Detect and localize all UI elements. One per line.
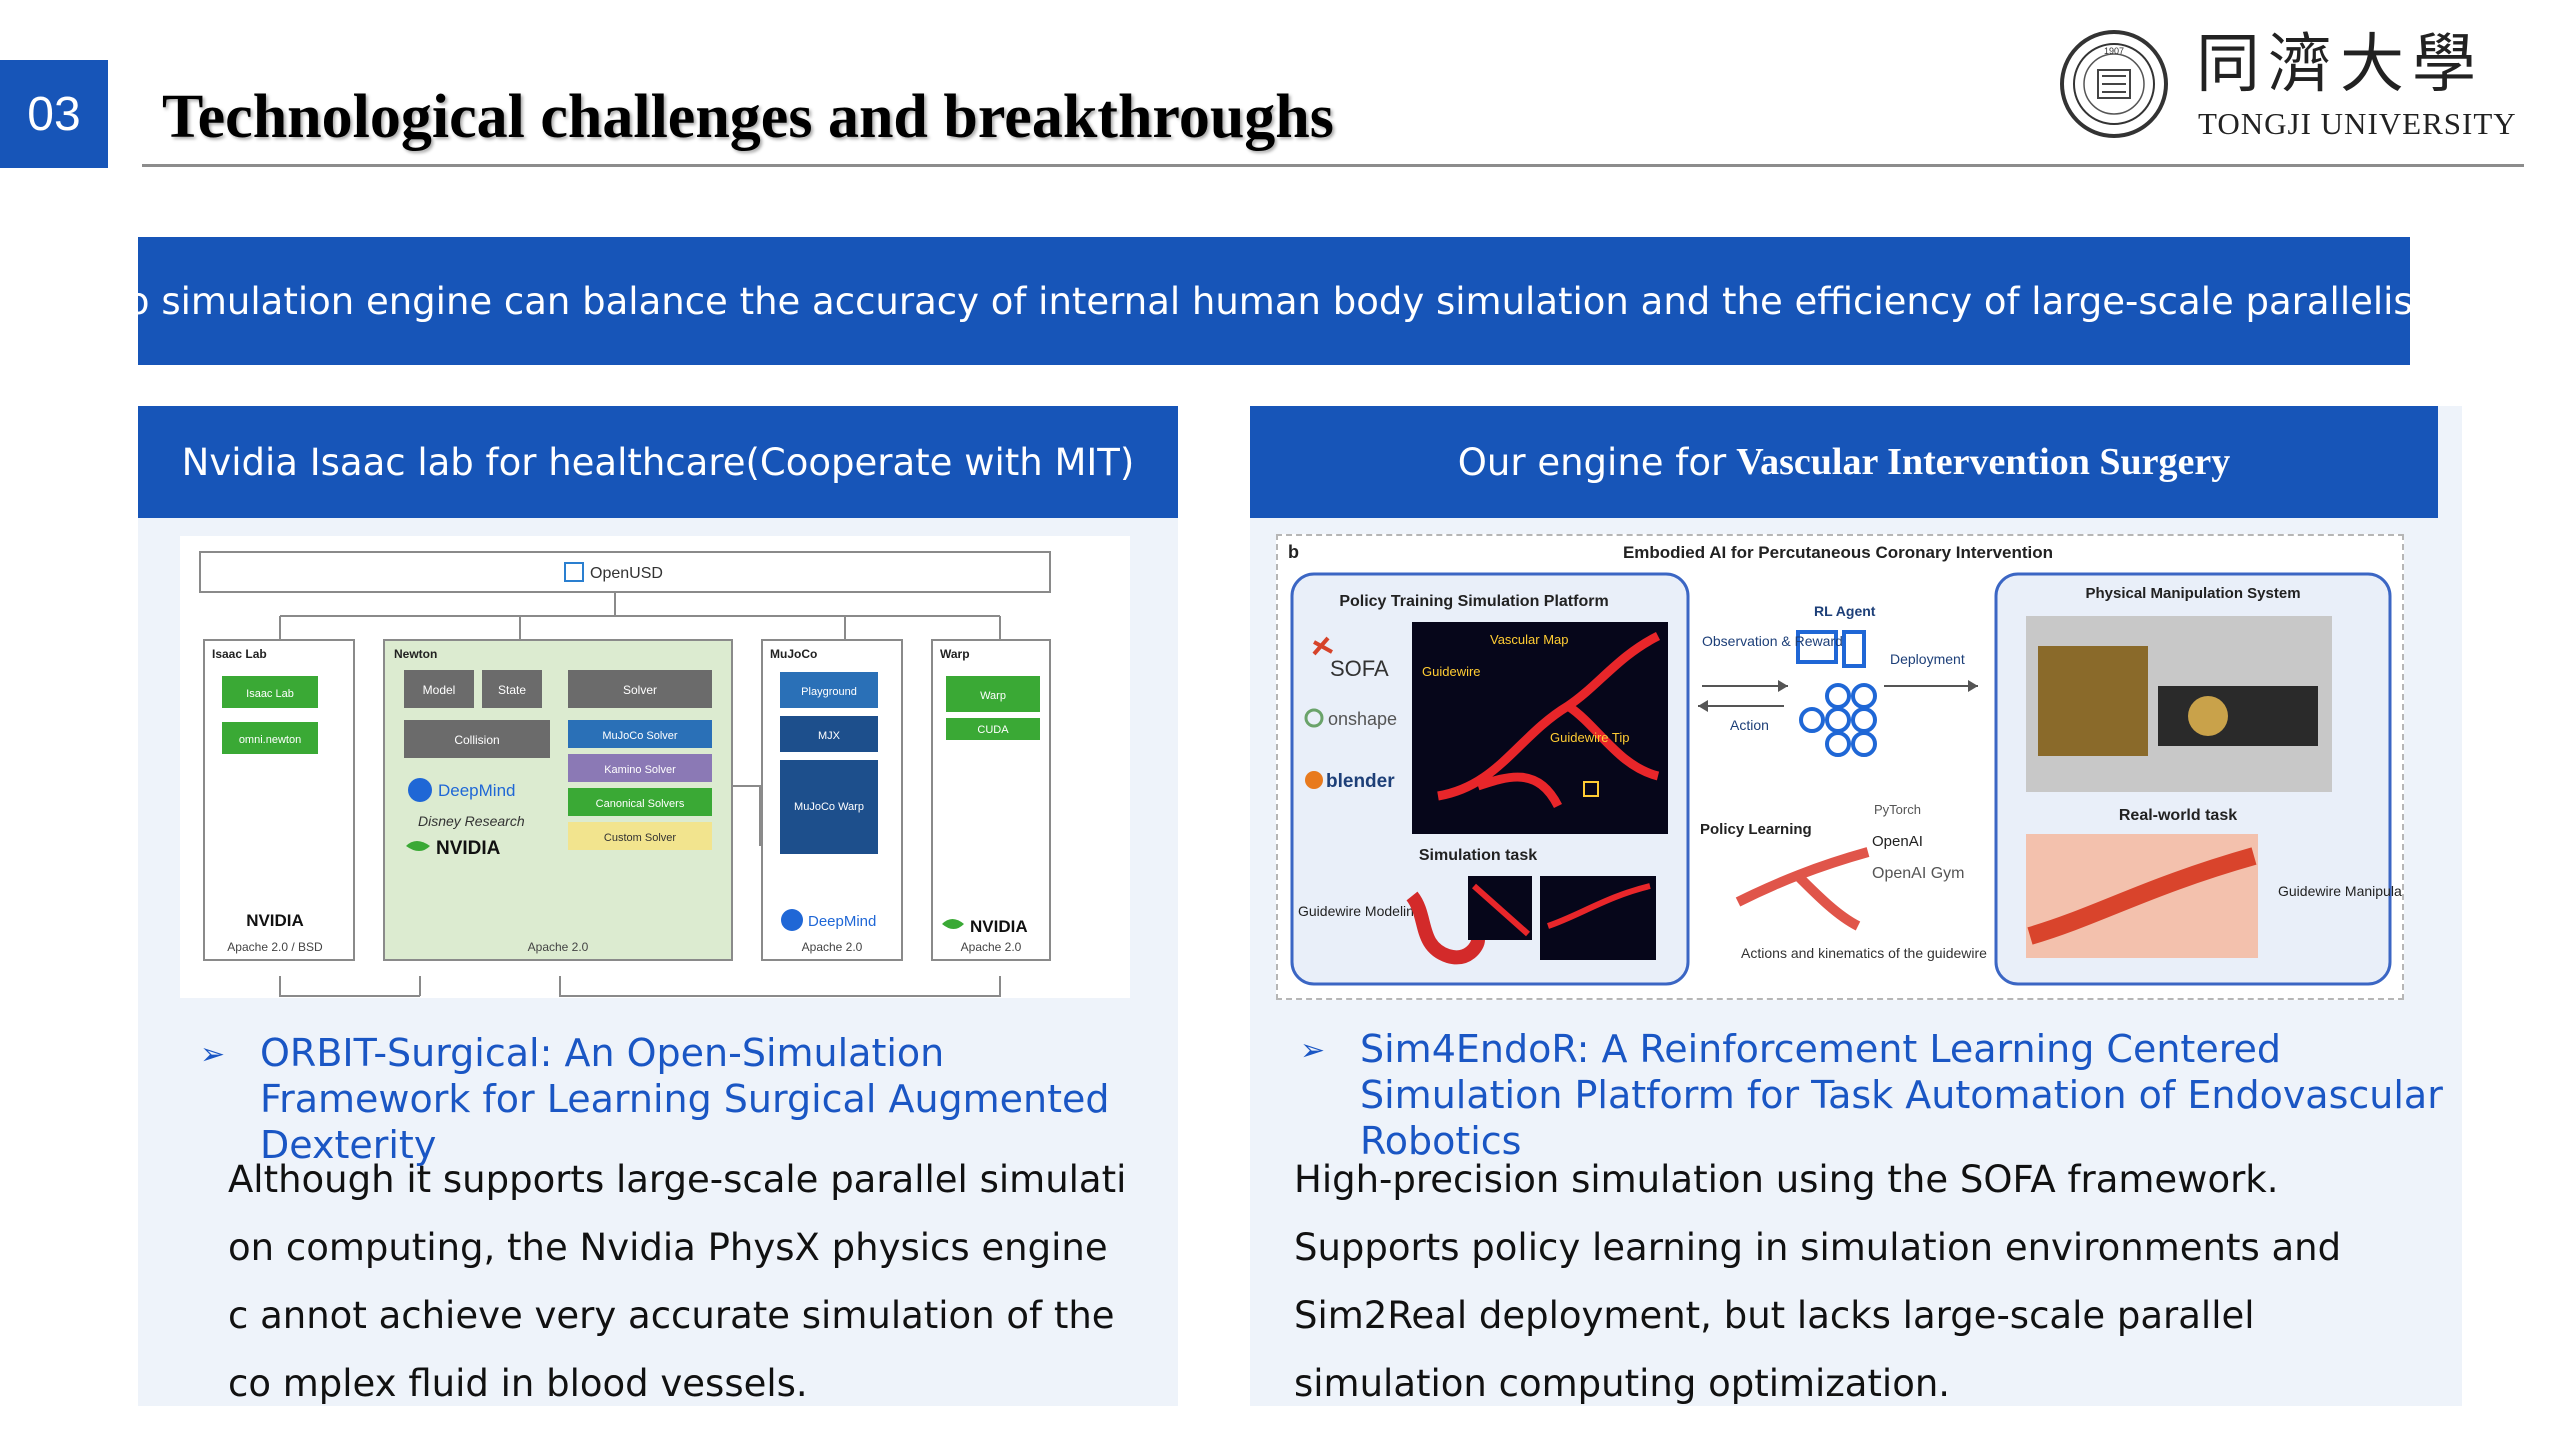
right-paper-title: ➢ Sim4EndoR: A Reinforcement Learning Ce… (1300, 1026, 2450, 1164)
svg-text:Policy Training Simulation Pla: Policy Training Simulation Platform (1339, 593, 1608, 610)
bullet-arrow-icon: ➢ (200, 1037, 226, 1072)
svg-text:Deployment: Deployment (1890, 651, 1965, 667)
right-panel-header-prefix: Our engine for (1457, 440, 1727, 484)
svg-text:MuJoCo Warp: MuJoCo Warp (794, 801, 864, 813)
svg-text:OpenAI: OpenAI (1872, 833, 1923, 850)
slide-number: 03 (0, 60, 108, 168)
svg-text:Newton: Newton (394, 647, 437, 661)
svg-text:Warp: Warp (980, 690, 1006, 702)
right-panel: Our engine for Vascular Intervention Sur… (1250, 406, 2462, 1406)
left-paper-title: ➢ ORBIT-Surgical: An Open-Simulation Fra… (200, 1030, 1160, 1168)
svg-text:NVIDIA: NVIDIA (246, 911, 304, 930)
left-panel-header: Nvidia Isaac lab for healthcare(Cooperat… (138, 406, 1178, 518)
svg-text:Guidewire Modeling: Guidewire Modeling (1298, 903, 1422, 919)
right-paper-title-text: Sim4EndoR: A Reinforcement Learning Cent… (1360, 1027, 2443, 1163)
svg-text:Kamino Solver: Kamino Solver (604, 764, 676, 776)
key-message-banner: No simulation engine can balance the acc… (99, 237, 2449, 365)
svg-text:Observation & Reward: Observation & Reward (1702, 633, 1843, 649)
svg-text:Apache 2.0: Apache 2.0 (802, 940, 863, 954)
svg-text:Isaac Lab: Isaac Lab (212, 647, 267, 661)
svg-text:Guidewire Manipulation: Guidewire Manipulation (2278, 883, 2402, 899)
bullet-arrow-icon: ➢ (1300, 1033, 1326, 1068)
svg-text:Actions and kinematics of the: Actions and kinematics of the guidewire (1741, 945, 1987, 961)
left-panel: Nvidia Isaac lab for healthcare(Cooperat… (138, 406, 1178, 1406)
page-title: Technological challenges and breakthroug… (162, 83, 1334, 151)
svg-text:NVIDIA: NVIDIA (970, 917, 1028, 936)
svg-text:PyTorch: PyTorch (1874, 802, 1921, 817)
svg-text:Embodied AI for Percutaneous C: Embodied AI for Percutaneous Coronary In… (1623, 543, 2053, 562)
right-description: High-precision simulation using the SOFA… (1294, 1158, 2342, 1405)
svg-text:Custom Solver: Custom Solver (604, 832, 676, 844)
svg-text:Solver: Solver (623, 683, 657, 697)
right-panel-header-emphasis: Vascular Intervention Surgery (1736, 441, 2231, 483)
newton-architecture-diagram: OpenUSD Isaac Lab Isaac Lab omni.newton … (180, 536, 1130, 998)
university-name-en: TONGJI UNIVERSITY (2198, 106, 2517, 141)
svg-text:Isaac Lab: Isaac Lab (246, 688, 294, 700)
svg-text:Apache 2.0: Apache 2.0 (528, 940, 589, 954)
svg-text:Model: Model (423, 683, 456, 697)
left-panel-header-text: Nvidia Isaac lab for healthcare(Cooperat… (181, 440, 1135, 484)
svg-text:Canonical Solvers: Canonical Solvers (596, 798, 685, 810)
svg-text:MJX: MJX (818, 730, 841, 742)
title-divider (142, 164, 2524, 167)
svg-text:State: State (498, 683, 526, 697)
university-seal-icon: 1907 (2060, 30, 2168, 138)
svg-text:Vascular Map: Vascular Map (1490, 632, 1569, 647)
svg-text:DeepMind: DeepMind (808, 913, 876, 930)
openusd-label: OpenUSD (564, 562, 663, 582)
svg-text:Action: Action (1730, 717, 1769, 733)
sim4endor-figure: b Embodied AI for Percutaneous Coronary … (1276, 534, 2424, 1000)
seal-year: 1907 (2104, 46, 2124, 56)
svg-text:Guidewire: Guidewire (1422, 664, 1481, 679)
svg-text:OpenUSD: OpenUSD (590, 565, 663, 582)
svg-text:Guidewire Tip: Guidewire Tip (1550, 730, 1629, 745)
svg-text:Real-world task: Real-world task (2119, 807, 2237, 824)
svg-text:DeepMind: DeepMind (438, 781, 516, 800)
svg-text:Playground: Playground (801, 686, 857, 698)
svg-text:SOFA: SOFA (1330, 656, 1389, 681)
svg-text:Apache 2.0: Apache 2.0 (961, 940, 1022, 954)
svg-text:CUDA: CUDA (977, 724, 1009, 736)
left-paper-title-text: ORBIT-Surgical: An Open-Simulation Frame… (260, 1031, 1110, 1167)
svg-text:Disney Research: Disney Research (418, 813, 525, 829)
svg-text:blender: blender (1326, 771, 1395, 792)
right-panel-header: Our engine for Vascular Intervention Sur… (1250, 406, 2438, 518)
left-description: Although it supports large-scale paralle… (228, 1158, 1127, 1405)
svg-text:Warp: Warp (940, 647, 970, 661)
svg-text:OpenAI Gym: OpenAI Gym (1872, 865, 1964, 882)
svg-text:b: b (1288, 542, 1299, 562)
banner-text: No simulation engine can balance the acc… (99, 279, 2449, 323)
university-logo: 1907 同濟大學 TONGJI UNIVERSITY (2058, 28, 2516, 144)
svg-text:Physical Manipulation System: Physical Manipulation System (2085, 585, 2300, 602)
svg-text:omni.newton: omni.newton (239, 734, 301, 746)
svg-text:MuJoCo: MuJoCo (770, 647, 817, 661)
svg-text:Simulation task: Simulation task (1419, 847, 1537, 864)
svg-text:Collision: Collision (454, 733, 499, 747)
svg-text:NVIDIA: NVIDIA (436, 838, 501, 859)
svg-text:onshape: onshape (1328, 709, 1397, 729)
svg-text:Apache 2.0 / BSD: Apache 2.0 / BSD (227, 940, 323, 954)
svg-text:MuJoCo Solver: MuJoCo Solver (602, 730, 678, 742)
svg-text:Policy Learning: Policy Learning (1700, 821, 1812, 838)
svg-text:RL Agent: RL Agent (1814, 603, 1876, 619)
university-name-cn: 同濟大學 (2196, 28, 2484, 102)
